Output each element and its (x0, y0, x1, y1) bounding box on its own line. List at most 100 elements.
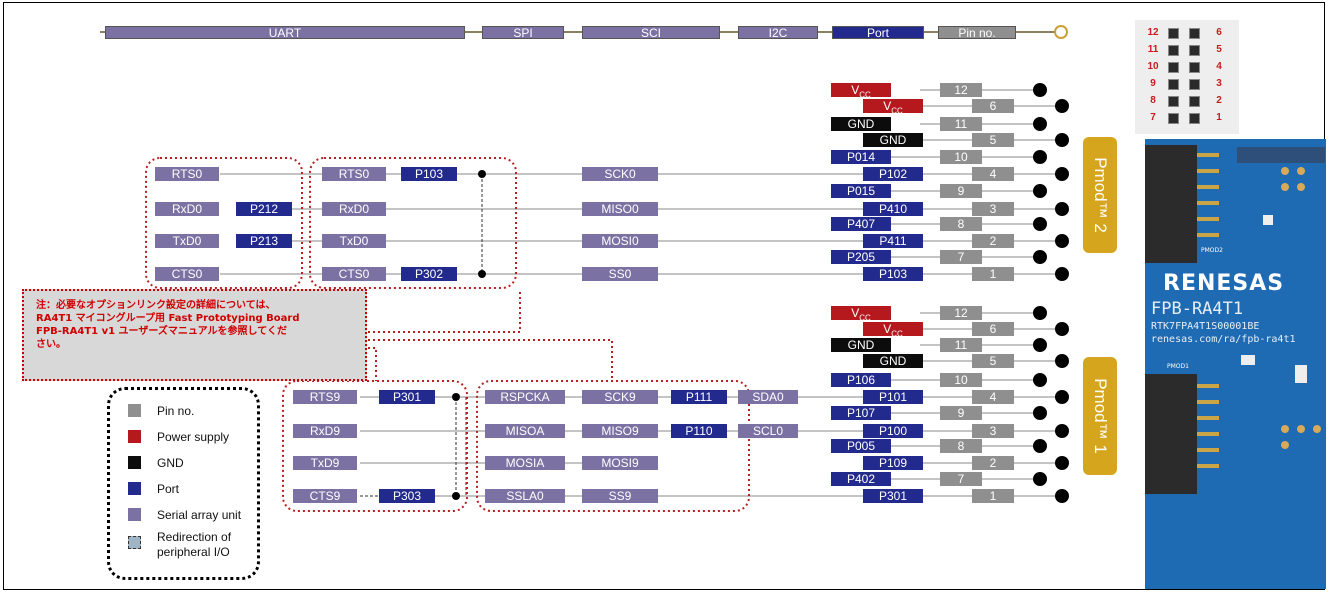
pmod2-p205: P205 (831, 250, 891, 264)
pmod2-badge: Pmod™ 2 (1083, 137, 1117, 253)
legend-port: Port (128, 482, 179, 497)
pmod2-pin-4: 4 (972, 167, 1014, 181)
legend-redirection: Redirection of peripheral I/O (128, 530, 238, 560)
pmod1-gnd-left: GND (831, 338, 891, 352)
port-p213: P213 (236, 234, 292, 248)
map-num-left-3: 9 (1150, 78, 1156, 89)
port-p103: P103 (401, 167, 457, 181)
pmod2-pin-3: 3 (972, 202, 1014, 216)
map-num-right-5: 1 (1216, 112, 1222, 123)
i2c-sda0: SDA0 (738, 390, 798, 404)
port-p212: P212 (236, 202, 292, 216)
map-num-right-4: 2 (1216, 95, 1222, 106)
pmod1-pin-7: 7 (940, 472, 982, 486)
pmod1-pin-3: 3 (972, 424, 1014, 438)
pmod2-pin-7: 7 (940, 250, 982, 264)
pmod2-pin-6: 6 (972, 99, 1014, 113)
legend: Pin no. Power supply GND Port Serial arr… (107, 387, 260, 580)
pmod1-pin-12: 12 (940, 306, 982, 320)
header-pin-no: Pin no. (938, 26, 1016, 40)
pmod1-p107: P107 (831, 406, 891, 420)
spi-mosi9: MOSI9 (582, 456, 658, 470)
pmod2-p407: P407 (831, 217, 891, 231)
pmod1-vcc-right: VCC (863, 322, 923, 336)
uart-cts0: CTS0 (155, 267, 219, 281)
header-spi: SPI (482, 26, 564, 40)
legend-pin-no: Pin no. (128, 404, 194, 419)
header-uart: UART (105, 26, 465, 40)
spi-sck9: SCK9 (582, 390, 658, 404)
pmod2-gnd-left: GND (831, 117, 891, 131)
pmod1-p106: P106 (831, 373, 891, 387)
spi-sck0: SCK0 (582, 167, 658, 181)
sci-rts0: RTS0 (322, 167, 386, 181)
sci-rts9: RTS9 (293, 390, 357, 404)
pmod1-pin-5: 5 (972, 354, 1014, 368)
pmod2-pin-1: 1 (972, 267, 1014, 281)
uart-txd0: TxD0 (155, 234, 219, 248)
i2c-scl0: SCL0 (738, 424, 798, 438)
header-port: Port (832, 26, 924, 40)
legend-gnd: GND (128, 456, 184, 471)
sci-cts9: CTS9 (293, 489, 357, 503)
pmod1-pin-8: 8 (940, 439, 982, 453)
pmod1-pin-9: 9 (940, 406, 982, 420)
port-p111: P111 (671, 390, 727, 404)
pmod2-p014: P014 (831, 150, 891, 164)
sci-cts0: CTS0 (322, 267, 386, 281)
pmod2-pin-2: 2 (972, 234, 1014, 248)
pmod1-badge: Pmod™ 1 (1083, 357, 1117, 475)
board-brand: RENESAS (1163, 271, 1285, 296)
sci-rxd0: RxD0 (322, 202, 386, 216)
pmod1-pin-2: 2 (972, 456, 1014, 470)
map-num-left-0: 12 (1147, 27, 1159, 38)
pmod2-pin-8: 8 (940, 217, 982, 231)
port-p110: P110 (671, 424, 727, 438)
spi-mosia: MOSIA (485, 456, 565, 470)
legend-serial-array-unit: Serial array unit (128, 508, 241, 523)
pmod1-p301: P301 (863, 489, 923, 503)
pmod1-pin-4: 4 (972, 390, 1014, 404)
map-num-right-1: 5 (1216, 44, 1222, 55)
pmod2-pin-11: 11 (940, 117, 982, 131)
sci-rxd9: RxD9 (293, 424, 357, 438)
pmod2-p411: P411 (863, 234, 923, 248)
pmod1-pin-10: 10 (940, 373, 982, 387)
board-model: FPB-RA4T1 (1151, 299, 1244, 319)
pmod1-p100: P100 (863, 424, 923, 438)
pmod2-pin-10: 10 (940, 150, 982, 164)
pmod2-p410: P410 (863, 202, 923, 216)
pmod1-p005: P005 (831, 439, 891, 453)
pmod2-vcc-left: VCC (831, 83, 891, 97)
map-num-left-4: 8 (1150, 95, 1156, 106)
spi-misoa: MISOA (485, 424, 565, 438)
pmod2-pin-9: 9 (940, 184, 982, 198)
spi-ssla0: SSLA0 (485, 489, 565, 503)
pmod1-p109: P109 (863, 456, 923, 470)
board-part: RTK7FPA4T1S00001BE (1151, 321, 1260, 332)
board-illustration (1145, 145, 1325, 494)
spi-ss0: SS0 (582, 267, 658, 281)
sci-txd9: TxD9 (293, 456, 357, 470)
pmod1-pin-6: 6 (972, 322, 1014, 336)
map-num-right-2: 4 (1216, 61, 1222, 72)
board-silk-pmod2: PMOD2 (1201, 247, 1223, 254)
board-silk-pmod1: PMOD1 (1167, 363, 1189, 370)
pmod2-vcc-right: VCC (863, 99, 923, 113)
port-p302: P302 (401, 267, 457, 281)
header-i2c: I2C (738, 26, 818, 40)
map-num-left-2: 10 (1147, 61, 1159, 72)
spi-miso9: MISO9 (582, 424, 658, 438)
spi-ss9: SS9 (582, 489, 658, 503)
port-p301: P301 (379, 390, 435, 404)
pmod2-gnd-right: GND (863, 133, 923, 147)
spi-miso0: MISO0 (582, 202, 658, 216)
pmod1-p402: P402 (831, 472, 891, 486)
port-p303: P303 (379, 489, 435, 503)
uart-rxd0: RxD0 (155, 202, 219, 216)
pmod1-pin-1: 1 (972, 489, 1014, 503)
option-link-note: 注：必要なオプションリンク設定の詳細については、 RA4T1 マイコングループ用… (22, 289, 367, 381)
uart-rts0: RTS0 (155, 167, 219, 181)
pmod1-p101: P101 (863, 390, 923, 404)
